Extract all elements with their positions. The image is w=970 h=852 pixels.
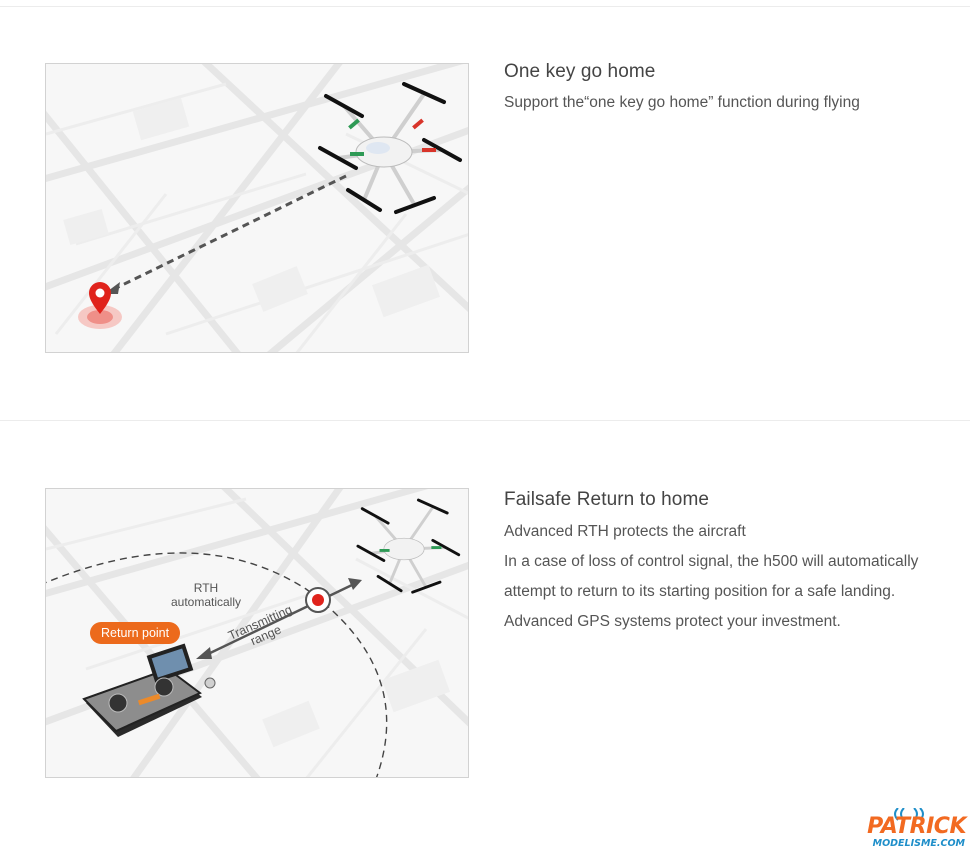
map-pin-icon xyxy=(78,282,122,329)
one-key-home-description: Support the“one key go home” function du… xyxy=(504,88,860,118)
watermark-brand: PATRICK xyxy=(867,814,966,839)
signal-waves-icon xyxy=(894,808,924,821)
range-arrow-head-right xyxy=(348,578,362,590)
return-point-badge: Return point xyxy=(90,622,181,644)
rth-label: RTH automatically xyxy=(170,581,242,609)
failsafe-line-4: Advanced GPS systems protect your invest… xyxy=(504,613,841,630)
section-divider xyxy=(0,420,970,421)
one-key-home-title: One key go home xyxy=(504,61,656,82)
failsafe-rth-title: Failsafe Return to home xyxy=(504,489,710,510)
one-key-home-illustration xyxy=(45,63,469,353)
one-key-home-text: Support the“one key go home” function du… xyxy=(504,94,860,111)
top-divider xyxy=(0,6,970,7)
watermark-site: MODELISME.COM xyxy=(872,838,965,849)
failsafe-line-3: attempt to return to its starting positi… xyxy=(504,583,896,600)
drone-icon xyxy=(318,82,462,214)
map-background xyxy=(46,64,468,352)
remote-controller-icon xyxy=(82,643,216,737)
drone-icon xyxy=(356,498,461,594)
watermark-logo: PATRICK MODELISME.COM xyxy=(858,808,970,852)
range-map xyxy=(46,489,468,777)
range-arrow-head-left xyxy=(196,647,212,659)
return-path-line xyxy=(111,174,347,292)
failsafe-rth-description: Advanced RTH protects the aircraft In a … xyxy=(504,517,918,637)
failsafe-line-2: In a case of loss of control signal, the… xyxy=(504,553,919,570)
signal-point-icon xyxy=(305,587,331,613)
failsafe-rth-illustration: RTH automatically Return point Transmitt… xyxy=(45,488,469,778)
failsafe-line-1: Advanced RTH protects the aircraft xyxy=(504,523,746,540)
transmitting-range-arc xyxy=(46,552,388,777)
